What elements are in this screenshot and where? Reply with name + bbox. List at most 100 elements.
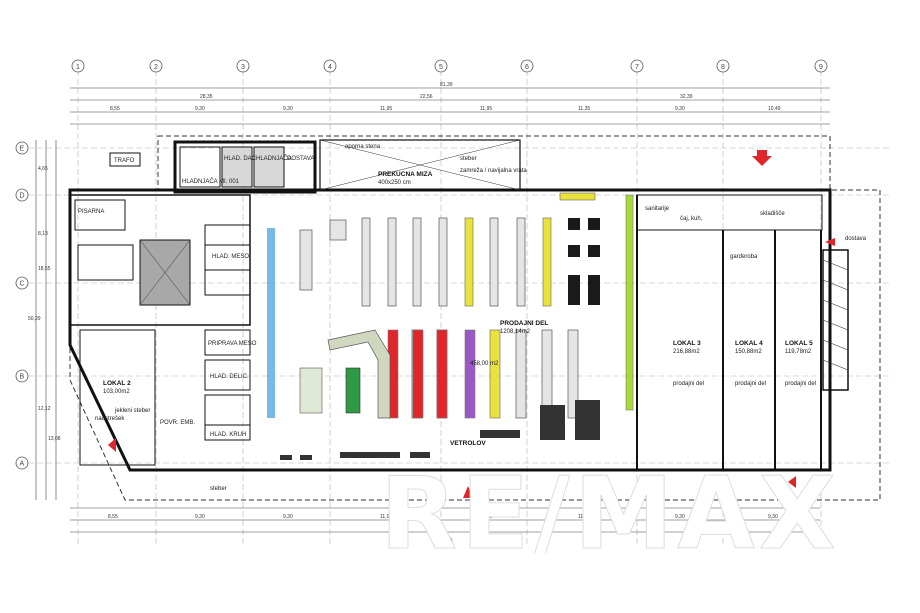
bottom-blank-band xyxy=(0,553,920,613)
axis-label-1: 1 xyxy=(76,64,80,71)
hladnjaca-room-1 xyxy=(179,146,221,188)
priprava-meso-label: PRIPRAVA MESO xyxy=(208,341,257,347)
blue-counter xyxy=(267,228,275,418)
prep-rooms xyxy=(204,224,251,441)
svg-text:11,35: 11,35 xyxy=(578,106,590,112)
lokal4-prodajni: prodajni del xyxy=(735,381,766,387)
dim-left: 4,65 8,13 18,55 12,12 13,08 50,29 xyxy=(28,166,61,442)
svg-text:12,12: 12,12 xyxy=(38,406,51,412)
svg-text:8,55: 8,55 xyxy=(110,106,120,112)
prekucna-label: PREKUCNA MIZA xyxy=(378,171,433,178)
svg-text:11,95: 11,95 xyxy=(380,106,392,112)
embalaza-label: POVR. EMB. xyxy=(160,420,195,426)
checkout-row xyxy=(280,400,600,460)
hlad-delic-label: HLAD. DELIC. xyxy=(210,374,249,380)
nadstresek-label: nadstrešek xyxy=(95,416,125,422)
pisarna-room xyxy=(74,199,126,231)
shelving-lime xyxy=(625,194,634,411)
svg-text:11,35: 11,35 xyxy=(578,514,590,520)
right-ramp xyxy=(822,249,849,391)
svg-text:9,30: 9,30 xyxy=(675,106,685,112)
axis-label-7: 7 xyxy=(635,64,639,71)
svg-text:11,95: 11,95 xyxy=(480,514,492,520)
oporna-stena-label: oporna stena xyxy=(345,144,381,150)
caj-label: čaj, kuh, xyxy=(680,216,703,222)
cold-storage-block xyxy=(173,140,317,194)
lokal3-prodajni: prodajni del xyxy=(673,381,704,387)
loading-dock xyxy=(319,139,521,191)
lokal4-area: 150,88m2 xyxy=(735,349,762,355)
axis-label-3: 3 xyxy=(241,64,245,71)
prekucna-size: 400x250 cm xyxy=(378,180,411,186)
axis-label-d: D xyxy=(20,193,25,200)
dim-top-bays: 8,55 9,30 9,30 11,95 11,95 11,35 9,30 10… xyxy=(110,106,781,112)
hladnjaca-label-3: HLADNJAČA xyxy=(256,155,292,162)
hlad-kruh-label: HLAD. KRUH xyxy=(210,432,246,438)
svg-text:9,30: 9,30 xyxy=(283,514,293,520)
dostava-right-label: dostava xyxy=(845,236,867,242)
dim-top-row-2: 22,56 xyxy=(420,94,433,100)
hladnjaca-label-1: HLADNJAČA MI. 001 xyxy=(182,178,240,185)
steber-label: steber xyxy=(460,156,477,162)
axis-label-e: E xyxy=(20,146,25,153)
kasa-area-label: 458,00 m2 xyxy=(470,361,499,367)
trafo-box xyxy=(109,152,141,167)
dim-top-row-1: 28,35 xyxy=(200,94,213,100)
svg-text:11,95: 11,95 xyxy=(480,106,492,112)
trafo-label: TRAFO xyxy=(114,158,135,164)
dim-top-row-3: 32,39 xyxy=(680,94,693,100)
dock-diagonal-2 xyxy=(319,139,521,191)
steber-bottom-label: steber xyxy=(210,486,227,492)
prodajni-del-label: PRODAJNI DEL xyxy=(500,320,548,327)
hladnjaca-room-2 xyxy=(221,146,253,188)
svg-text:18,55: 18,55 xyxy=(38,266,51,272)
svg-text:50,29: 50,29 xyxy=(28,316,41,322)
dim-bottom-bays: 8,55 9,30 9,30 11,95 11,95 11,35 9,30 9,… xyxy=(108,514,778,520)
svg-text:9,30: 9,30 xyxy=(195,106,205,112)
freezer-grid xyxy=(568,218,600,305)
lokal2-area: 103,00m2 xyxy=(103,389,130,395)
garderoba-label: garderoba xyxy=(730,254,758,260)
hladnjaca-label-2: HLAD. DAC xyxy=(224,156,257,162)
lokal5-label: LOKAL 5 xyxy=(785,340,813,347)
prodajni-del-area: 1208,14m2 xyxy=(500,329,531,335)
pisarna-label: PISARNA xyxy=(78,209,104,215)
building-outer-wall xyxy=(68,188,832,472)
lokal3-area: 216,88m2 xyxy=(673,349,700,355)
hlad-meso-label: HLAD. MESO xyxy=(212,254,249,260)
sanitarije-label: sanitarije xyxy=(645,206,670,212)
hladnjaca-room-3 xyxy=(253,146,285,188)
axis-label-4: 4 xyxy=(328,64,332,71)
watermark-text: RE/MAX xyxy=(380,455,840,572)
svg-text:10,49: 10,49 xyxy=(768,106,781,112)
svg-text:8,55: 8,55 xyxy=(108,514,118,520)
vetrolov-label: VETROLOV xyxy=(450,440,486,447)
lokal5-prodajni: prodajni del xyxy=(785,381,816,387)
shelving-yellow xyxy=(464,192,596,419)
axis-label-b: B xyxy=(20,374,25,381)
axis-label-9: 9 xyxy=(819,64,823,71)
svg-text:4,65: 4,65 xyxy=(38,166,48,172)
canopy-outline xyxy=(69,135,881,501)
svg-text:13,08: 13,08 xyxy=(48,436,61,442)
axis-label-8: 8 xyxy=(721,64,725,71)
dim-top-total: 81,39 xyxy=(440,82,453,88)
lokal5-area: 119,78m2 xyxy=(785,349,812,355)
axis-bubbles-top xyxy=(71,59,828,73)
ramp-hatch xyxy=(822,259,849,371)
dimension-lines-bottom xyxy=(70,507,820,533)
svg-text:11,95: 11,95 xyxy=(380,514,392,520)
shelving-red xyxy=(387,329,448,419)
lokal-walls xyxy=(636,195,822,470)
upper-right-strip xyxy=(636,194,823,231)
skladisce-label: skladišče xyxy=(760,211,785,217)
lokal2-label: LOKAL 2 xyxy=(103,380,131,387)
dimension-lines-top xyxy=(70,87,830,125)
lokal2-room xyxy=(79,329,156,466)
axis-label-6: 6 xyxy=(525,64,529,71)
zamreza-label: zamreža / navijalna vrata xyxy=(460,168,527,174)
svg-text:9,30: 9,30 xyxy=(195,514,205,520)
axis-labels-left: E D C B A xyxy=(20,146,25,468)
dostava-top-label: DOSTAVA xyxy=(287,156,314,162)
